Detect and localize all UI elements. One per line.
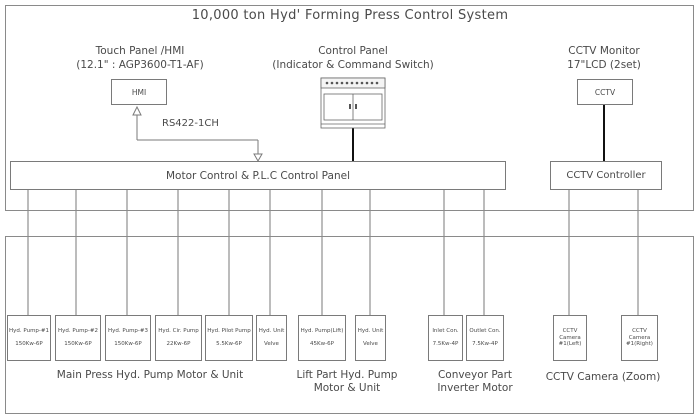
unit-rating: Velve — [264, 341, 279, 347]
cctv-monitor-heading-line2: 17"LCD (2set) — [567, 59, 641, 71]
unit-box: Hyd. Cir. Pump 22Kw-6P — [155, 315, 202, 361]
rs422-label: RS422-1CH — [162, 118, 219, 129]
unit-box: Hyd. Pump-#1 150Kw-6P — [7, 315, 51, 361]
unit-box: Hyd. Pilot Pump 5.5Kw-6P — [205, 315, 253, 361]
unit-name: Hyd. Pilot Pump — [207, 328, 251, 335]
arrowhead-up-icon — [132, 105, 142, 116]
camera-line3: #1(Right) — [626, 341, 653, 348]
control-panel-heading-line1: Control Panel — [318, 45, 388, 57]
camera-line3: #1(Left) — [558, 341, 582, 348]
unit-name: Outlet Con. — [469, 328, 501, 335]
unit-rating: 7.5Kw-4P — [432, 341, 459, 347]
group-label-cctv-camera: CCTV Camera (Zoom) — [545, 371, 661, 383]
group-label-conveyor-line2: Inverter Motor — [437, 382, 513, 394]
unit-name: Hyd. Cir. Pump — [158, 328, 199, 335]
unit-rating: 150Kw-6P — [114, 341, 142, 347]
unit-rating: 22Kw-6P — [166, 341, 191, 347]
unit-rating: 45Kw-6P — [310, 341, 334, 347]
diagram-title: 10,000 ton Hyd' Forming Press Control Sy… — [191, 8, 509, 23]
camera-line1: CCTV — [562, 327, 578, 334]
unit-name: Hyd. Unit — [258, 328, 285, 335]
unit-box: Hyd. Pump-#2 150Kw-6P — [55, 315, 101, 361]
unit-box: Hyd. Pump(Lift) 45Kw-6P — [298, 315, 346, 361]
unit-rating: 150Kw-6P — [64, 341, 92, 347]
unit-box: Inlet Con. 7.5Kw-4P — [428, 315, 463, 361]
unit-name: Hyd. Pump-#1 — [8, 328, 50, 335]
unit-name: Hyd. Unit — [357, 328, 384, 335]
group-label-lift-line1: Lift Part Hyd. Pump — [296, 369, 398, 381]
group-label-conveyor-line1: Conveyor Part — [437, 369, 513, 381]
unit-name: Inlet Con. — [432, 328, 459, 335]
unit-box: Outlet Con. 7.5Kw-4P — [466, 315, 504, 361]
control-panel-heading-line2: (Indicator & Command Switch) — [272, 59, 434, 71]
unit-rating: 5.5Kw-6P — [216, 341, 242, 347]
arrowhead-down-icon — [253, 153, 263, 163]
unit-name: Hyd. Pump-#3 — [107, 328, 149, 335]
cctv-controller-box: CCTV Controller — [550, 161, 662, 190]
cctv-monitor-heading-line1: CCTV Monitor — [568, 45, 640, 57]
group-label-main-press: Main Press Hyd. Pump Motor & Unit — [56, 369, 244, 381]
cctv-controller-label: CCTV Controller — [566, 170, 646, 181]
unit-box: Hyd. Pump-#3 150Kw-6P — [105, 315, 151, 361]
lower-field-panel — [5, 236, 694, 414]
unit-rating: 7.5Kw-4P — [472, 341, 498, 347]
hmi-box: HMI — [111, 79, 167, 105]
cctv-monitor-box: CCTV — [577, 79, 633, 105]
motor-control-plc-label: Motor Control & P.L.C Control Panel — [165, 169, 350, 182]
cctv-monitor-label: CCTV — [594, 87, 616, 97]
hmi-label: HMI — [131, 87, 147, 97]
motor-control-plc-panel: Motor Control & P.L.C Control Panel — [10, 161, 506, 190]
upper-system-panel — [5, 5, 694, 211]
group-label-lift-line2: Motor & Unit — [313, 382, 381, 394]
unit-name: Hyd. Pump-#2 — [57, 328, 99, 335]
camera-line2: Camera — [628, 334, 651, 341]
camera-line2: Camera — [559, 334, 581, 341]
unit-name: Hyd. Pump(Lift) — [300, 328, 344, 335]
hmi-heading-line1: Touch Panel /HMI — [95, 45, 185, 57]
hmi-heading-line2: (12.1" : AGP3600-T1-AF) — [76, 59, 204, 71]
unit-rating: 150Kw-6P — [15, 341, 43, 347]
camera-line1: CCTV — [632, 327, 647, 334]
unit-rating: Velve — [363, 341, 378, 347]
